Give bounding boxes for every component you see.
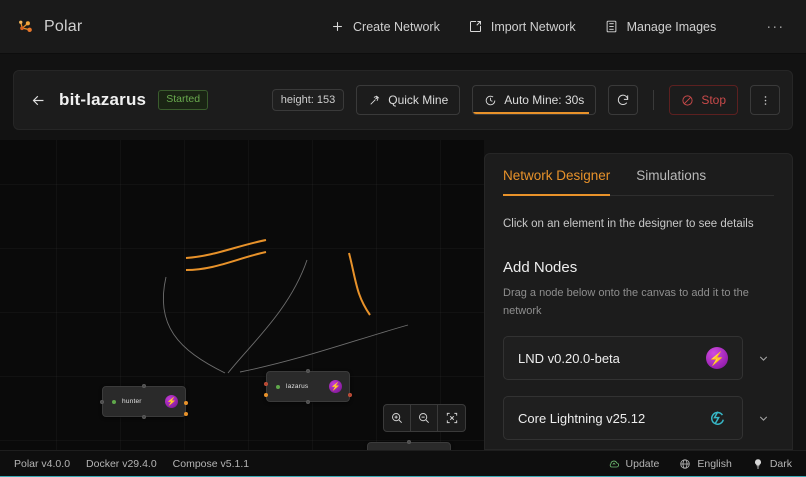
stop-label: Stop bbox=[701, 93, 726, 107]
node-status-dot bbox=[112, 399, 116, 404]
lightning-icon: ⚡ bbox=[165, 395, 178, 408]
more-options-icon[interactable]: ··· bbox=[766, 18, 785, 35]
more-vertical-icon bbox=[759, 94, 772, 107]
node-card-row-lnd: LND v0.20.0-beta ⚡ bbox=[503, 336, 774, 381]
status-bar-actions: Update English bbox=[608, 458, 792, 470]
quick-mine-label: Quick Mine bbox=[388, 93, 449, 107]
create-network-button[interactable]: Create Network bbox=[330, 19, 440, 34]
node-channel-handle-a[interactable] bbox=[264, 382, 268, 386]
lightning-icon: ⚡ bbox=[430, 449, 443, 450]
zoom-in-icon[interactable] bbox=[384, 405, 411, 431]
plus-icon bbox=[330, 19, 345, 34]
stop-circle-icon bbox=[681, 94, 694, 107]
bulb-icon bbox=[752, 458, 764, 470]
refresh-icon bbox=[616, 93, 630, 107]
images-icon bbox=[604, 19, 619, 34]
node-handle-top[interactable] bbox=[306, 369, 310, 373]
stop-network-button[interactable]: Stop bbox=[669, 85, 738, 115]
network-designer-canvas[interactable]: hunter ⚡ lazarus ⚡ bbox=[0, 140, 484, 450]
header-divider bbox=[653, 90, 655, 110]
fit-screen-icon[interactable] bbox=[438, 405, 465, 431]
node-handle-top[interactable] bbox=[407, 440, 411, 444]
import-icon bbox=[468, 19, 483, 34]
status-bar-versions: Polar v4.0.0 Docker v29.4.0 Compose v5.1… bbox=[14, 458, 249, 470]
manage-images-label: Manage Images bbox=[626, 19, 717, 34]
canvas-node-label: hunter bbox=[122, 398, 142, 405]
cloud-update-icon bbox=[608, 458, 620, 470]
update-button[interactable]: Update bbox=[608, 458, 660, 470]
chevron-down-icon[interactable] bbox=[753, 348, 774, 369]
language-selector[interactable]: English bbox=[679, 458, 732, 470]
tab-network-designer[interactable]: Network Designer bbox=[503, 168, 611, 196]
back-arrow-icon[interactable] bbox=[30, 92, 47, 109]
auto-mine-button[interactable]: Auto Mine: 30s bbox=[472, 85, 597, 115]
app-brand: Polar bbox=[0, 17, 330, 36]
timer-icon bbox=[484, 94, 497, 107]
lnd-lightning-icon: ⚡ bbox=[706, 347, 728, 370]
status-bar: Polar v4.0.0 Docker v29.4.0 Compose v5.1… bbox=[0, 450, 806, 477]
add-node-card-label: LND v0.20.0-beta bbox=[518, 350, 620, 366]
auto-mine-progress-bar bbox=[473, 111, 590, 114]
tab-simulations[interactable]: Simulations bbox=[636, 168, 707, 183]
canvas-grid-background bbox=[0, 140, 484, 450]
zoom-out-icon[interactable] bbox=[411, 405, 438, 431]
top-nav-items: Create Network Import Network bbox=[330, 18, 784, 35]
add-node-card-core-lightning[interactable]: Core Lightning v25.12 bbox=[503, 396, 743, 441]
node-handle-left[interactable] bbox=[100, 399, 104, 404]
theme-label: Dark bbox=[769, 458, 792, 470]
pickaxe-icon bbox=[368, 94, 381, 107]
node-status-dot bbox=[276, 384, 280, 389]
node-channel-handle-c[interactable] bbox=[348, 393, 352, 397]
canvas-node-hunter[interactable]: hunter ⚡ bbox=[100, 384, 188, 419]
auto-mine-label: Auto Mine: 30s bbox=[504, 93, 585, 107]
canvas-node-requester[interactable]: requester ⚡ bbox=[367, 440, 451, 450]
lightning-icon: ⚡ bbox=[329, 380, 342, 393]
network-edges bbox=[162, 239, 409, 374]
add-nodes-description: Drag a node below onto the canvas to add… bbox=[503, 287, 749, 317]
add-nodes-heading: Add Nodes bbox=[503, 259, 578, 277]
polar-logo-icon bbox=[16, 17, 35, 36]
update-label: Update bbox=[625, 458, 660, 470]
core-lightning-icon bbox=[706, 407, 728, 429]
create-network-label: Create Network bbox=[353, 19, 440, 34]
node-channel-handle-a[interactable] bbox=[184, 401, 188, 405]
polar-version: Polar v4.0.0 bbox=[14, 458, 71, 470]
node-channel-handle-b[interactable] bbox=[264, 393, 268, 397]
canvas-node-lazarus[interactable]: lazarus ⚡ bbox=[264, 369, 352, 404]
network-header-card: bit-lazarus Started height: 153 Quick Mi… bbox=[13, 70, 793, 130]
canvas-zoom-controls bbox=[383, 404, 466, 432]
node-card-row-core-lightning: Core Lightning v25.12 bbox=[503, 396, 774, 441]
network-more-options-button[interactable] bbox=[750, 85, 780, 115]
node-handle-top[interactable] bbox=[142, 384, 146, 388]
docker-version: Docker v29.4.0 bbox=[86, 458, 157, 470]
side-panel-container: Network Designer Simulations Click on an… bbox=[484, 140, 806, 450]
import-network-label: Import Network bbox=[490, 19, 576, 34]
theme-toggle[interactable]: Dark bbox=[752, 458, 792, 470]
node-channel-handle-b[interactable] bbox=[184, 412, 188, 416]
brand-label: Polar bbox=[44, 17, 83, 35]
manage-images-button[interactable]: Manage Images bbox=[604, 19, 717, 34]
add-node-card-lnd[interactable]: LND v0.20.0-beta ⚡ bbox=[503, 336, 743, 381]
main-content-area: hunter ⚡ lazarus ⚡ bbox=[0, 140, 806, 450]
restart-network-button[interactable] bbox=[608, 85, 639, 115]
top-navigation-bar: Polar Create Network Import Netw bbox=[0, 0, 806, 54]
status-bar-accent-line bbox=[0, 475, 806, 477]
language-label: English bbox=[697, 458, 732, 470]
designer-hint-text: Click on an element in the designer to s… bbox=[503, 218, 754, 230]
import-network-button[interactable]: Import Network bbox=[468, 19, 576, 34]
canvas-node-label: lazarus bbox=[286, 383, 309, 390]
block-height-pill: height: 153 bbox=[271, 89, 345, 111]
add-node-card-label: Core Lightning v25.12 bbox=[518, 410, 646, 426]
side-panel-tabs: Network Designer Simulations bbox=[503, 154, 774, 196]
chevron-down-icon[interactable] bbox=[753, 408, 774, 429]
node-handle-bottom[interactable] bbox=[306, 400, 310, 404]
side-panel: Network Designer Simulations Click on an… bbox=[484, 153, 793, 450]
globe-icon bbox=[679, 458, 691, 470]
status-badge: Started bbox=[158, 90, 209, 110]
page-title: bit-lazarus bbox=[59, 90, 147, 109]
compose-version: Compose v5.1.1 bbox=[172, 458, 250, 470]
quick-mine-button[interactable]: Quick Mine bbox=[356, 85, 461, 115]
node-handle-bottom[interactable] bbox=[142, 415, 146, 419]
